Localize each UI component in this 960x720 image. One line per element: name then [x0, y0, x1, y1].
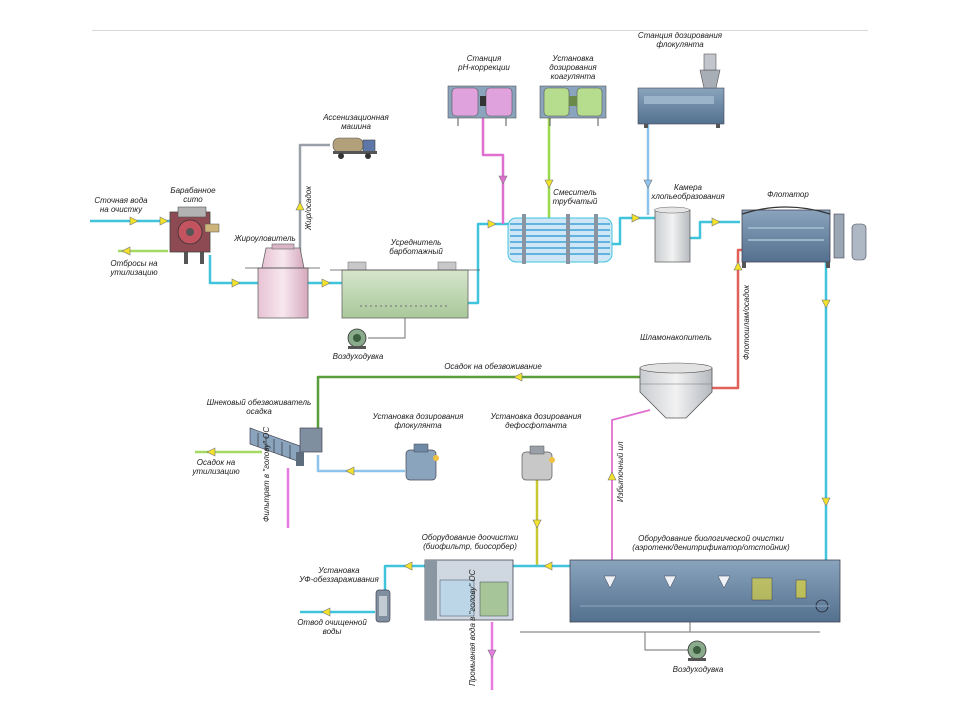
label-flotation-sludge: Флотошлам/осадок	[742, 284, 751, 360]
label-blower-bottom: Воздуходувка	[672, 665, 724, 674]
label-flotator: Флотатор	[767, 190, 809, 199]
flocculant-station-icon	[637, 53, 725, 128]
pipe-fat-sludge	[298, 143, 330, 254]
top-rule	[92, 30, 868, 31]
pipe-excess-sludge	[611, 409, 651, 560]
label-flocculant-unit-bottom: Установка дозирования флокулянта	[372, 412, 464, 430]
drum-screen-icon	[169, 206, 220, 264]
sewage-truck-icon	[332, 137, 377, 159]
arrow	[129, 216, 139, 226]
floc-chamber-icon	[654, 206, 691, 263]
label-treated-water: Отвод очищенной воды	[297, 618, 367, 636]
arrow	[487, 219, 497, 229]
label-tube-mixer: Смеситель трубчатый	[552, 188, 598, 206]
blower-top-icon	[347, 328, 367, 349]
label-fat-sludge: Жир/осадок	[304, 185, 313, 230]
label-sewage-truck: Ассенизационная машина	[323, 113, 389, 131]
ph-station-icon	[447, 85, 517, 126]
arrow	[643, 179, 653, 189]
arrow	[543, 561, 553, 571]
pipe-equalizer-to-mixer	[468, 222, 508, 305]
arrow	[532, 519, 542, 529]
label-equalizer: Усреднитель барботажный	[389, 238, 443, 256]
arrow	[821, 299, 831, 309]
arrow	[159, 216, 169, 226]
arrow	[607, 471, 617, 481]
arrow	[345, 466, 355, 476]
label-flocculant-station: Станция дозирования флокулянта	[637, 31, 723, 49]
label-floc-chamber: Камера хлопьеобразования	[651, 183, 725, 201]
blower-bottom-icon	[687, 640, 707, 661]
flotator-icon	[741, 206, 867, 268]
screw-dewaterer-icon	[249, 427, 323, 466]
arrow	[513, 372, 523, 382]
arrow	[631, 213, 641, 223]
arrow	[231, 278, 241, 288]
arrow	[821, 497, 831, 507]
label-wastewater-in: Сточная вода на очистку	[94, 196, 148, 214]
label-coagulant-unit: Установка дозирования коагулянта	[549, 54, 597, 81]
coagulant-unit-icon	[539, 85, 607, 126]
arrow	[321, 607, 331, 617]
label-uv-unit: Установка УФ-обеззараживания	[299, 566, 379, 584]
label-excess-sludge: Избыточный ил	[616, 441, 625, 502]
arrow	[544, 179, 554, 189]
label-waste-disposal: Отбросы на утилизацию	[110, 259, 158, 277]
equalizer-tank-icon	[330, 261, 480, 319]
pipe-post-to-uv	[383, 564, 425, 590]
sludge-tank-icon	[639, 362, 713, 419]
tube-mixer-icon	[507, 214, 613, 264]
label-sludge-to-dewatering: Осадок на обезвоживание	[444, 362, 542, 371]
grease-trap-icon	[245, 243, 320, 319]
label-screw-dewaterer: Шнековый обезвоживатель осадка	[206, 398, 312, 416]
label-post-treatment: Оборудование доочистки (биофильтр, биосо…	[421, 533, 519, 551]
label-filtrate: Фильтрат в "голову" ОС	[262, 426, 271, 522]
pipe-ph	[481, 118, 505, 224]
arrow	[711, 217, 721, 227]
arrow	[121, 246, 131, 256]
arrow	[321, 278, 331, 288]
pipe-screen-to-grease	[208, 255, 258, 285]
pipe-air-top	[368, 318, 406, 339]
label-wash-water: Промывная вода в "голову" ОС	[468, 569, 477, 686]
bio-treatment-icon	[569, 559, 841, 623]
pipe-mixer-to-chamber	[612, 216, 655, 246]
arrow	[487, 649, 497, 659]
arrow	[498, 175, 508, 185]
pipe-flocculant-bottom	[316, 455, 405, 473]
pipe-sludge-to-dewatering	[316, 375, 640, 428]
label-drum-screen: Барабанное сито	[170, 186, 216, 204]
post-treatment-icon	[424, 559, 514, 621]
arrow	[733, 261, 743, 271]
arrow	[403, 561, 413, 571]
pipe-flotation-sludge	[712, 248, 742, 390]
uv-unit-icon	[375, 589, 391, 623]
arrow	[206, 447, 216, 457]
flow-arrows	[121, 175, 831, 659]
label-ph-station: Станция pH-коррекции	[458, 54, 510, 72]
label-sludge-disposal: Осадок на утилизацию	[192, 458, 240, 476]
label-sludge-tank: Шламонакопитель	[640, 333, 712, 342]
label-dephosphate-unit: Установка дозирования дефосфотанта	[490, 412, 582, 430]
label-grease-trap: Жироуловитель	[234, 234, 296, 243]
flocculant-unit-bottom-icon	[405, 443, 439, 481]
dephosphate-unit-icon	[521, 445, 555, 481]
label-blower-top: Воздуходувка	[332, 352, 384, 361]
label-bio-treatment: Оборудование биологической очистки (аэро…	[632, 534, 790, 552]
arrow	[295, 201, 305, 211]
